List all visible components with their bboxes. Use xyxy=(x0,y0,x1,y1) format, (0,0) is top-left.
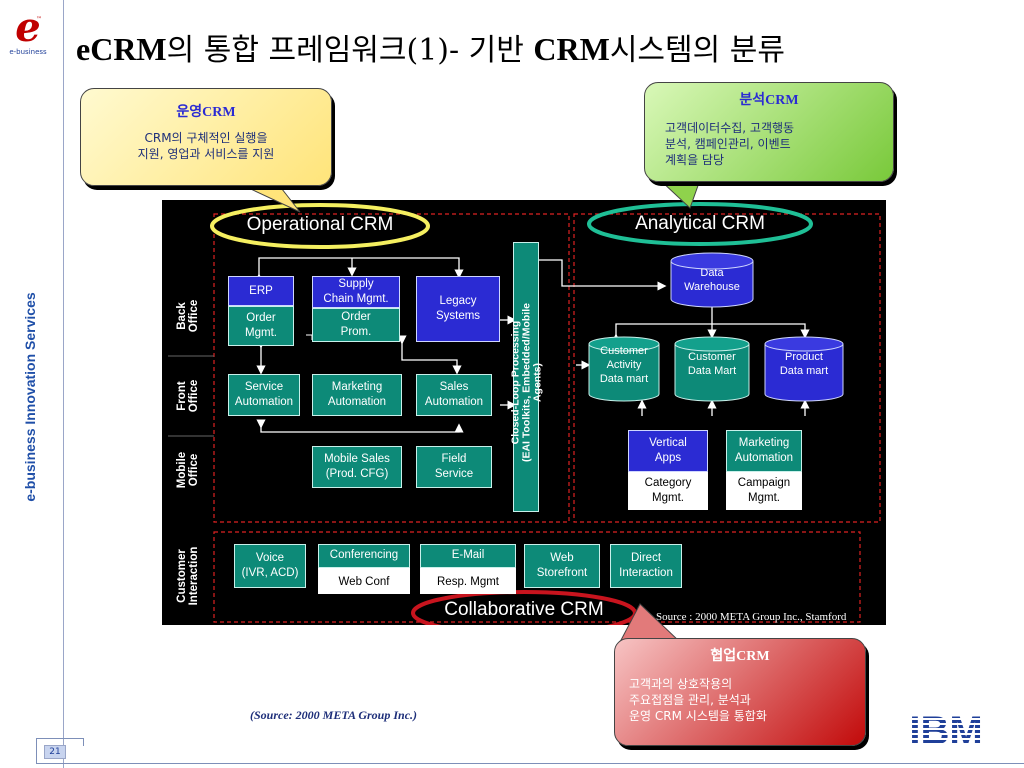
collaborative-callout-title: 협업CRM xyxy=(710,648,770,664)
ibm-logo-text: IBM xyxy=(909,710,982,750)
page-number-box: 21 xyxy=(36,738,84,764)
collaborative-callout-line1: 고객과의 상호작용의 xyxy=(629,677,733,691)
mobile-sales-box: Mobile Sales(Prod. CFG) xyxy=(312,446,402,488)
operational-callout-line2: 지원, 영업과 서비스를 지원 xyxy=(137,147,275,161)
voice-box: Voice(IVR, ACD) xyxy=(234,544,306,588)
source-note: (Source: 2000 META Group Inc.) xyxy=(250,708,418,722)
conferencing-box: Conferencing xyxy=(318,544,410,568)
collaborative-region xyxy=(213,531,861,623)
operational-region xyxy=(213,213,570,523)
analytical-crm-label: Analytical CRM xyxy=(635,213,765,234)
diagram-connectors xyxy=(168,202,881,625)
diagram-source: Source : 2000 META Group Inc., Stamford xyxy=(656,611,847,623)
resp-mgmt-box: Resp. Mgmt xyxy=(420,568,516,594)
collaborative-crm-callout: 협업CRM 고객과의 상호작용의 주요접점을 관리, 분석과 운영 CRM 시스… xyxy=(614,638,866,746)
analytical-region xyxy=(573,213,881,523)
title-part-3: CRM xyxy=(533,31,610,67)
analytical-callout-line3: 계획을 담당 xyxy=(665,153,725,167)
closed-loop-bar xyxy=(513,242,539,512)
operational-crm-label: Operational CRM xyxy=(246,214,394,235)
operational-crm-callout: 운영CRM CRM의 구체적인 실행을 지원, 영업과 서비스를 지원 xyxy=(80,88,332,186)
slide-title: eCRM의 통합 프레임워크(1)- 기반 CRM시스템의 분류 xyxy=(76,22,785,78)
analytical-crm-callout: 분석CRM 고객데이터수집, 고객행동 분석, 캠페인관리, 이벤트 계획을 담… xyxy=(644,82,894,182)
bottom-divider xyxy=(84,763,1024,764)
collaborative-callout-line2: 주요접점을 관리, 분석과 xyxy=(629,693,751,707)
title-part-1: eCRM xyxy=(76,31,167,67)
title-part-4: 시스템의 분류 xyxy=(609,33,785,68)
crm-architecture-diagram: Operational CRM Analytical CRM Collabora… xyxy=(162,200,886,625)
collaborative-callout-line3: 운영 CRM 시스템을 통합화 xyxy=(629,709,767,723)
analytical-callout-line1: 고객데이터수집, 고객행동 xyxy=(665,121,795,135)
logo-tm: ™ xyxy=(36,16,42,23)
left-divider xyxy=(63,0,64,768)
erp-box: ERP xyxy=(228,276,294,306)
page-number: 21 xyxy=(44,745,66,759)
analytical-callout-title: 분석CRM xyxy=(739,92,799,108)
web-conf-box: Web Conf xyxy=(318,568,410,594)
operational-oval xyxy=(210,203,430,249)
e-business-logo: e ™ e-business xyxy=(6,8,50,58)
logo-letter: e xyxy=(15,4,41,51)
analytical-callout-line2: 분석, 캠페인관리, 이벤트 xyxy=(665,137,791,151)
analytical-oval xyxy=(587,202,813,246)
ibm-logo: IBM xyxy=(909,710,982,750)
operational-callout-line1: CRM의 구체적인 실행을 xyxy=(144,131,268,145)
logo-caption: e-business xyxy=(9,48,47,56)
title-part-2: 의 통합 프레임워크(1)- 기반 xyxy=(166,33,534,68)
collaborative-crm-label: Collaborative CRM xyxy=(444,599,604,620)
email-box: E-Mail xyxy=(420,544,516,568)
operational-callout-title: 운영CRM xyxy=(176,104,236,120)
